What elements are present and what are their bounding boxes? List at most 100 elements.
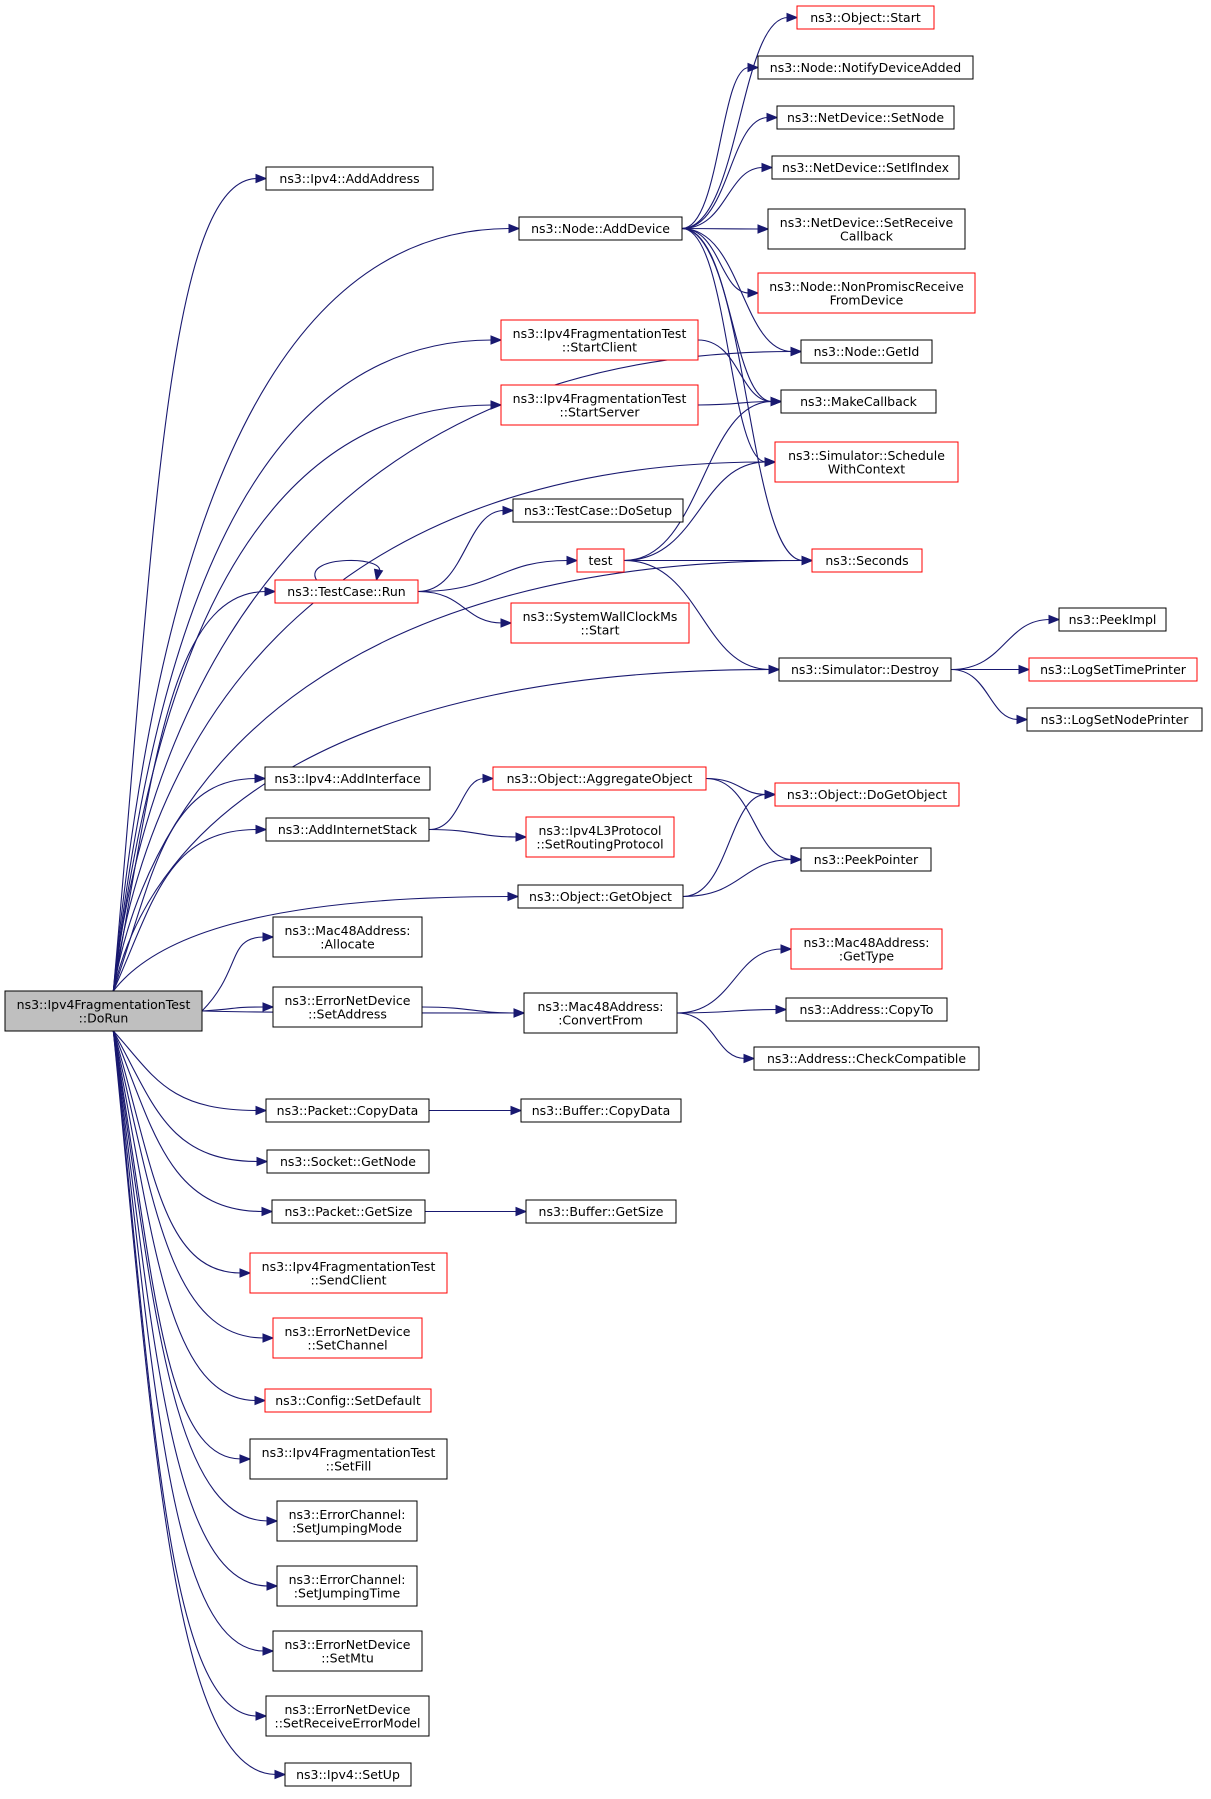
node-ipv4l3_setroutingprotocol[interactable]: ns3::Ipv4L3Protocol::SetRoutingProtocol [525, 816, 675, 858]
node-logsettimeprinter[interactable]: ns3::LogSetTimePrinter [1028, 657, 1198, 682]
node-address_checkcompatible[interactable]: ns3::Address::CheckCompatible [753, 1046, 980, 1071]
node-node_adddevice[interactable]: ns3::Node::AddDevice [518, 216, 683, 241]
edge-node_adddevice-to-makecallback [681, 227, 783, 407]
node-packet_getsize[interactable]: ns3::Packet::GetSize [271, 1199, 426, 1224]
edge-root-to-errornetdevice_setchannel [112, 1030, 275, 1343]
node-peekimpl[interactable]: ns3::PeekImpl [1058, 607, 1167, 632]
edge-root-to-config_setdefault [112, 1030, 267, 1406]
node-buffer_copydata[interactable]: ns3::Buffer::CopyData [520, 1098, 682, 1123]
node-label: ns3::Ipv4FragmentationTest [513, 391, 687, 406]
node-label: ns3::NetDevice::SetReceive [780, 215, 954, 230]
node-object_start[interactable]: ns3::Object::Start [796, 5, 935, 30]
node-label: :ConvertFrom [558, 1012, 643, 1027]
node-netdevice_setifindex[interactable]: ns3::NetDevice::SetIfIndex [771, 155, 960, 180]
edge-root-to-mac48_allocate [201, 932, 275, 1012]
node-addinternetstack[interactable]: ns3::AddInternetStack [265, 817, 430, 842]
node-label: ns3::Buffer::GetSize [539, 1204, 664, 1219]
node-test[interactable]: test [576, 548, 625, 573]
node-node_getid[interactable]: ns3::Node::GetId [800, 339, 933, 364]
edge-packet_copydata-to-buffer_copydata [429, 1105, 523, 1116]
node-label: ::SendClient [310, 1272, 386, 1287]
node-errornetdevice_setreceiveerrormodel[interactable]: ns3::ErrorNetDevice::SetReceiveErrorMode… [265, 1695, 430, 1737]
edge-mac48_convertfrom-to-address_copyto [676, 1004, 788, 1015]
node-errorchannel_setjumpingmode[interactable]: ns3::ErrorChannel::SetJumpingMode [276, 1500, 418, 1542]
node-simulator_destroy[interactable]: ns3::Simulator::Destroy [778, 657, 952, 682]
edge-node_adddevice-to-node_notifydeviceadded [681, 62, 760, 230]
node-mac48_allocate[interactable]: ns3::Mac48Address::Allocate [272, 916, 423, 958]
node-label: ns3::LogSetTimePrinter [1040, 662, 1187, 677]
edge-test-to-seconds [623, 555, 814, 566]
node-mac48_convertfrom[interactable]: ns3::Mac48Address::ConvertFrom [523, 992, 678, 1034]
node-errorchannel_setjumpingtime[interactable]: ns3::ErrorChannel::SetJumpingTime [276, 1565, 418, 1607]
node-label: ns3::ErrorNetDevice [285, 1637, 411, 1652]
edge-root-to-errorchannel_setjumpingtime [112, 1030, 279, 1591]
edge-root-to-ipv4frag_sendclient [112, 1030, 252, 1278]
node-systemwallclock_start[interactable]: ns3::SystemWallClockMs::Start [510, 602, 690, 644]
edge-node_adddevice-to-node_getid [681, 227, 803, 357]
node-label: ns3::Ipv4FragmentationTest [17, 997, 191, 1012]
node-address_copyto[interactable]: ns3::Address::CopyTo [785, 997, 948, 1022]
node-label: ns3::Mac48Address: [537, 999, 663, 1014]
node-object_getobject[interactable]: ns3::Object::GetObject [517, 884, 684, 909]
node-peekpointer[interactable]: ns3::PeekPointer [800, 847, 932, 872]
node-ipv4frag_setfill[interactable]: ns3::Ipv4FragmentationTest::SetFill [249, 1438, 448, 1480]
node-seconds[interactable]: ns3::Seconds [811, 548, 923, 573]
node-label: Callback [840, 228, 894, 243]
edge-addinternetstack-to-ipv4l3_setroutingprotocol [428, 828, 528, 842]
node-mac48_gettype[interactable]: ns3::Mac48Address::GetType [790, 928, 943, 970]
node-label: ns3::Seconds [825, 553, 908, 568]
node-packet_copydata[interactable]: ns3::Packet::CopyData [265, 1098, 430, 1123]
node-label: ns3::ErrorChannel: [289, 1572, 406, 1587]
edge-test-to-makecallback [623, 396, 783, 562]
node-label: FromDevice [830, 292, 904, 307]
node-label: ns3::Socket::GetNode [280, 1154, 416, 1169]
node-label: ns3::Ipv4::AddInterface [274, 771, 421, 786]
node-label: :Allocate [320, 936, 375, 951]
node-label: ::DoRun [79, 1010, 129, 1025]
node-errornetdevice_setmtu[interactable]: ns3::ErrorNetDevice::SetMtu [272, 1630, 423, 1672]
edge-testcase_run-to-testcase_dosetup [417, 505, 515, 593]
node-ipv4_addinterface[interactable]: ns3::Ipv4::AddInterface [264, 766, 431, 791]
node-logsetnodeprinter[interactable]: ns3::LogSetNodePrinter [1026, 707, 1203, 732]
node-ipv4_setup[interactable]: ns3::Ipv4::SetUp [284, 1762, 412, 1787]
edge-root-to-ipv4_setup [112, 1030, 287, 1780]
edge-addinternetstack-to-object_aggregateobject [428, 773, 495, 831]
node-ipv4_addaddress[interactable]: ns3::Ipv4::AddAddress [265, 166, 434, 191]
edge-testcase_run-to-testcase_run [314, 559, 384, 582]
edge-packet_getsize-to-buffer_getsize [425, 1206, 528, 1217]
node-makecallback[interactable]: ns3::MakeCallback [780, 389, 937, 414]
node-label: ns3::Object::AggregateObject [507, 771, 693, 786]
node-object_aggregateobject[interactable]: ns3::Object::AggregateObject [492, 766, 707, 791]
node-label: ns3::Simulator::Destroy [791, 662, 940, 677]
edge-simulator_destroy-to-peekimpl [950, 614, 1061, 671]
edge-mac48_convertfrom-to-address_checkcompatible [676, 1012, 756, 1064]
node-label: ::SetReceiveErrorModel [275, 1715, 421, 1730]
node-testcase_dosetup[interactable]: ns3::TestCase::DoSetup [512, 498, 684, 523]
node-errornetdevice_setaddress[interactable]: ns3::ErrorNetDevice::SetAddress [272, 986, 423, 1028]
node-ipv4frag_sendclient[interactable]: ns3::Ipv4FragmentationTest::SendClient [249, 1252, 448, 1294]
node-object_dogetobject[interactable]: ns3::Object::DoGetObject [774, 782, 960, 807]
node-label: ::StartClient [562, 339, 637, 354]
edge-node_adddevice-to-netdevice_setreceivecallback [681, 224, 770, 234]
node-label: :GetType [839, 948, 895, 963]
edge-root-to-ipv4frag_setfill [112, 1030, 252, 1464]
edge-root-to-packet_copydata [112, 1030, 268, 1116]
edge-object_getobject-to-peekpointer [682, 854, 803, 898]
node-root[interactable]: ns3::Ipv4FragmentationTest::DoRun [4, 990, 203, 1032]
edge-root-to-errorchannel_setjumpingmode [112, 1030, 279, 1526]
edge-node_adddevice-to-object_start [681, 12, 799, 230]
node-netdevice_setnode[interactable]: ns3::NetDevice::SetNode [776, 105, 955, 130]
node-config_setdefault[interactable]: ns3::Config::SetDefault [264, 1388, 432, 1413]
node-errornetdevice_setchannel[interactable]: ns3::ErrorNetDevice::SetChannel [272, 1317, 423, 1359]
node-socket_getnode[interactable]: ns3::Socket::GetNode [266, 1149, 430, 1174]
node-ipv4frag_startserver[interactable]: ns3::Ipv4FragmentationTest::StartServer [500, 384, 699, 426]
node-testcase_run[interactable]: ns3::TestCase::Run [274, 579, 419, 604]
node-label: ns3::ErrorNetDevice [285, 993, 411, 1008]
node-buffer_getsize[interactable]: ns3::Buffer::GetSize [525, 1199, 677, 1224]
node-node_notifydeviceadded[interactable]: ns3::Node::NotifyDeviceAdded [757, 55, 974, 80]
node-ipv4frag_startclient[interactable]: ns3::Ipv4FragmentationTest::StartClient [500, 319, 699, 361]
